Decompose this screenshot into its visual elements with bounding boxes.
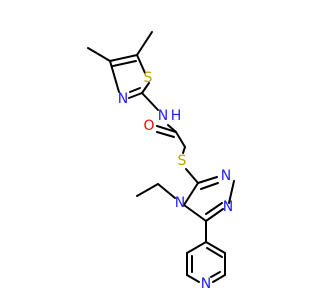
bond-c3-n2-double [200, 182, 219, 190]
bond-ch2-s [182, 146, 186, 154]
bond-methyl-c4 [87, 47, 111, 62]
bond-py-c4-c3-double [206, 247, 223, 258]
bond-n3-c4 [109, 60, 120, 93]
bond-methyl-c5 [136, 31, 153, 56]
structure-svg: S N N H O S N N N N [87, 31, 235, 292]
bond-c5-s [136, 54, 146, 74]
bond-c3-n2 [197, 176, 218, 184]
bond-n1-c5-double [205, 202, 223, 215]
bond-c2-nh [141, 92, 159, 111]
bond-n4-ethyl-ch2 [157, 183, 176, 199]
atom-o-carbonyl: O [143, 118, 154, 134]
bond-c2-n3-double [129, 87, 141, 93]
bond-ethyl [136, 183, 159, 197]
bond-n4-c3 [183, 182, 199, 206]
bond-carbonyl-ch2 [175, 131, 186, 148]
molecule-diagram: S N N H O S N N N N [87, 31, 235, 292]
bond-s-c3 [185, 168, 199, 184]
bond-carbonyl-o [156, 125, 177, 133]
bond-c4-c5-double [112, 60, 137, 67]
bond-c4-c5 [109, 54, 138, 62]
bond-carbonyl-o-double [156, 131, 175, 138]
bond-n2-n1 [228, 180, 235, 204]
bond-c2-n3 [128, 92, 143, 99]
atom-n-triazole-4: N [175, 195, 185, 211]
bond-py-n-c6 [186, 274, 200, 283]
bonds [87, 31, 235, 283]
bond-py-c5-c4 [186, 241, 207, 254]
atom-n-amide: N [158, 108, 168, 124]
atom-n-triazole-1: N [223, 199, 233, 215]
atom-labels: S N N H O S N N N N [118, 70, 233, 292]
bond-n1-c5 [205, 208, 224, 222]
atom-n-pyridine: N [201, 276, 211, 292]
atom-n-thiazole: N [118, 91, 128, 107]
bond-py-c2-n [212, 274, 226, 283]
atom-s-thiazole: S [144, 70, 153, 86]
bond-py-c2-n-double [210, 271, 221, 278]
atom-s-thioether: S [178, 153, 187, 169]
bond-s-c2 [141, 82, 150, 94]
bond-py-c4-c3 [205, 241, 226, 254]
bond-c5-n4 [183, 204, 207, 222]
atom-n-triazole-2: N [221, 168, 231, 184]
atom-h-amide: H [171, 108, 182, 124]
